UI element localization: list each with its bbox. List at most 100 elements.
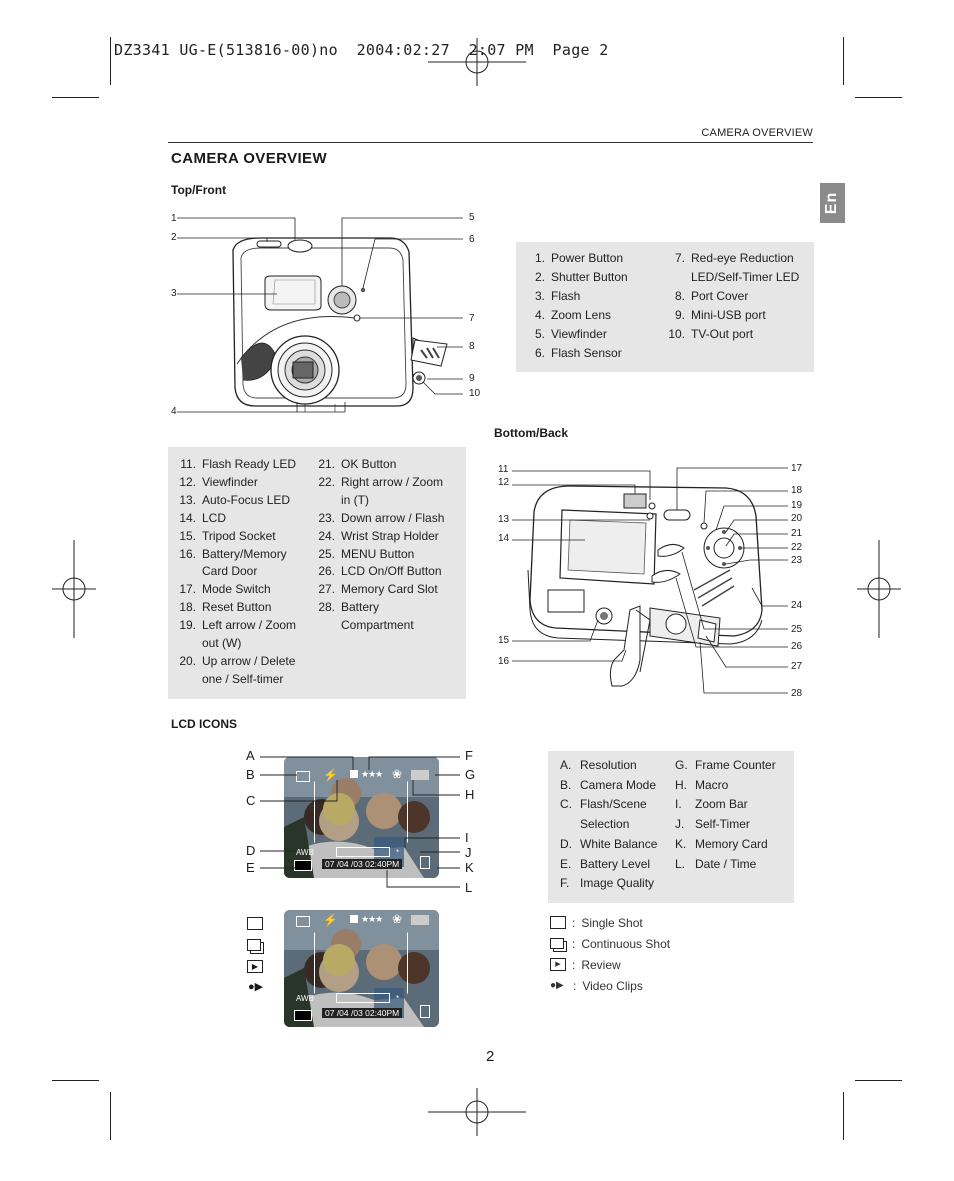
legend-item: 27.Memory Card Slot [316, 581, 444, 599]
legend-text: Red-eye Reduction LED/Self-Timer LED [691, 249, 799, 287]
callout-13: 13 [498, 514, 509, 525]
callout-G: G [465, 767, 475, 782]
legend-text: Frame Counter [695, 756, 776, 776]
callout-E: E [246, 860, 255, 875]
callout-J: J [465, 845, 472, 860]
legend-num: 1. [526, 249, 545, 268]
image-quality-icon: ★★★ [361, 914, 382, 925]
registration-mark-bottom [428, 1082, 526, 1142]
camera-front-illustration [165, 208, 495, 424]
callout-14: 14 [498, 533, 509, 544]
mode-legend: : Single Shot : Continuous Shot ▶ : Revi… [550, 912, 670, 996]
legend-item: 28.Battery Compartment [316, 599, 444, 635]
legend-text: Mini-USB port [691, 306, 766, 325]
focus-frame [314, 932, 408, 994]
legend-num: 2. [526, 268, 545, 287]
legend-num: G. [675, 756, 695, 776]
legend-num: L. [675, 855, 695, 875]
bottom-back-legend-col1: 11.Flash Ready LED 12.Viewfinder 13.Auto… [177, 456, 296, 689]
legend-num: K. [675, 835, 695, 855]
legend-num: C. [560, 795, 580, 834]
registration-mark-left [46, 540, 102, 638]
callout-B: B [246, 767, 255, 782]
legend-text: Memory Card [695, 835, 768, 855]
legend-item: 15. Tripod Socket [177, 528, 296, 546]
crop-mark [843, 1092, 844, 1140]
mode-sep: : [572, 937, 575, 951]
legend-text: Flash Ready LED [202, 456, 296, 474]
callout-25: 25 [791, 624, 802, 635]
legend-text: Wrist Strap Holder [341, 528, 439, 546]
mode-row-continuous-shot: : Continuous Shot [550, 933, 670, 954]
resolution-icon [350, 915, 358, 923]
legend-num: 13. [177, 492, 196, 510]
legend-num: 28. [316, 599, 335, 635]
legend-num: 19. [177, 617, 196, 653]
callout-28: 28 [791, 688, 802, 699]
mode-row-video-clips: ●▶ : Video Clips [550, 975, 670, 996]
top-front-legend-col2: 7.Red-eye Reduction LED/Self-Timer LED 8… [666, 249, 799, 344]
legend-text: Left arrow / Zoom out (W) [202, 617, 296, 653]
legend-item: 18.Reset Button [177, 599, 296, 617]
legend-text: Tripod Socket [202, 528, 276, 546]
legend-text: Memory Card Slot [341, 581, 438, 599]
bottom-back-legend-col2: 21.OK Button 22.Right arrow / Zoom in (T… [316, 456, 444, 635]
legend-num: 18. [177, 599, 196, 617]
video-clips-icon: ●▶ [550, 980, 567, 991]
registration-mark-top [428, 28, 526, 96]
legend-num: 15. [177, 528, 196, 546]
legend-num: F. [560, 874, 580, 894]
battery-level-icon [294, 1010, 312, 1021]
camera-mode-icon [296, 916, 310, 927]
legend-text: Viewfinder [202, 474, 258, 492]
legend-item: 23.Down arrow / Flash [316, 510, 444, 528]
legend-num: 20. [177, 653, 196, 689]
legend-item: 25.MENU Button [316, 546, 444, 564]
legend-num: D. [560, 835, 580, 855]
legend-num: J. [675, 815, 695, 835]
legend-item: 24.Wrist Strap Holder [316, 528, 444, 546]
legend-item: E.Battery Level [560, 855, 657, 875]
continuous-shot-icon [550, 938, 564, 949]
memory-card-icon [420, 1005, 430, 1018]
mode-label: Review [581, 958, 620, 972]
legend-text: Viewfinder [551, 325, 607, 344]
legend-num: 11. [177, 456, 196, 474]
video-clips-icon: ●▶ [248, 980, 263, 993]
legend-item: 9.Mini-USB port [666, 306, 799, 325]
legend-item: 7.Red-eye Reduction LED/Self-Timer LED [666, 249, 799, 287]
self-timer-icon: ◔ [394, 992, 399, 1002]
legend-item: H.Macro [675, 776, 776, 796]
legend-item: 26.LCD On/Off Button [316, 563, 444, 581]
legend-item: 14.LCD [177, 510, 296, 528]
callout-L: L [465, 880, 472, 895]
legend-num: E. [560, 855, 580, 875]
legend-num: 10. [666, 325, 685, 344]
legend-num: H. [675, 776, 695, 796]
legend-num: 5. [526, 325, 545, 344]
callout-10: 10 [469, 388, 480, 399]
mode-sep: : [573, 979, 576, 993]
legend-text: TV-Out port [691, 325, 753, 344]
callout-A: A [246, 748, 255, 763]
legend-num: 4. [526, 306, 545, 325]
legend-num: 3. [526, 287, 545, 306]
header-rule [168, 142, 813, 143]
legend-text: MENU Button [341, 546, 414, 564]
legend-item: 6.Flash Sensor [526, 344, 628, 363]
frame-counter-icon [411, 915, 429, 925]
zoom-bar [336, 993, 390, 1003]
callout-4: 4 [171, 406, 177, 417]
legend-item: G.Frame Counter [675, 756, 776, 776]
legend-text: Battery Level [580, 855, 650, 875]
section-heading-top-front: Top/Front [171, 183, 226, 197]
legend-item: L.Date / Time [675, 855, 776, 875]
top-front-legend-col1: 1.Power Button 2.Shutter Button 3.Flash … [526, 249, 628, 363]
callout-22: 22 [791, 542, 802, 553]
callout-H: H [465, 787, 474, 802]
legend-num: I. [675, 795, 695, 815]
legend-text: OK Button [341, 456, 396, 474]
legend-item: I.Zoom Bar [675, 795, 776, 815]
callout-17: 17 [791, 463, 802, 474]
legend-num: 12. [177, 474, 196, 492]
